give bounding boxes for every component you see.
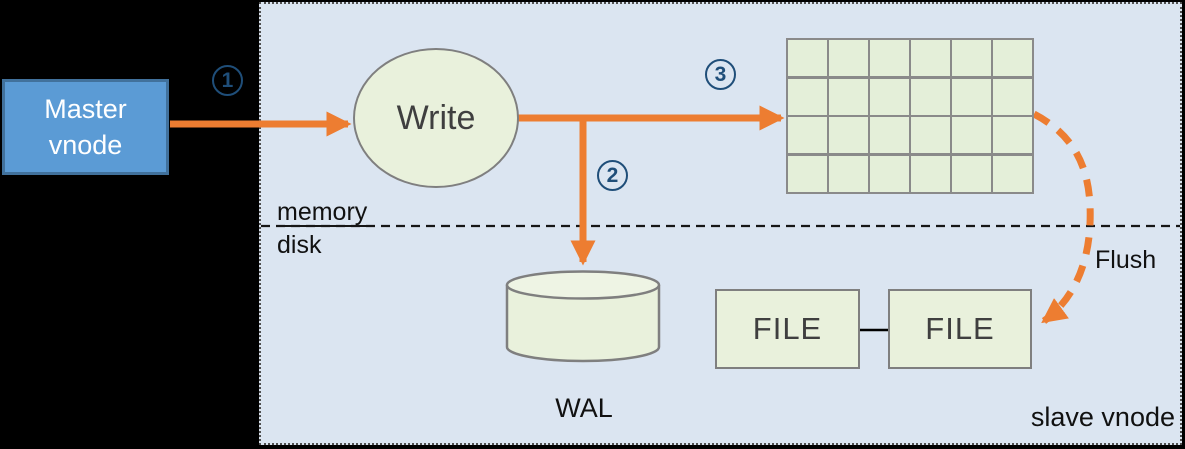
step-badge-2-number: 2 [606,163,619,187]
master-vnode-label-line1: Master [44,94,127,124]
write-node-label: Write [396,98,476,137]
memory-table-cell [870,117,909,154]
memory-table-cell [788,78,827,115]
step-badge-1-number: 1 [221,68,234,92]
disk-label: disk [277,231,322,259]
master-vnode-box: Master vnode [2,79,169,175]
step-badge-2: 2 [597,160,628,191]
step-badge-3-number: 3 [714,62,727,86]
memory-table-cell [911,117,950,154]
memory-table-cell [952,155,991,192]
memory-table-cell [993,78,1032,115]
file-box-2: FILE [888,289,1032,369]
memory-table-cell [993,40,1032,77]
memory-table-cell [952,40,991,77]
memory-table-cell [870,78,909,115]
file-box-1: FILE [715,289,860,369]
memory-label: memory [277,198,372,227]
memory-table-cell [993,155,1032,192]
memory-table-cell [870,40,909,77]
memory-table-grid [786,38,1034,194]
memory-table-cell [952,78,991,115]
memory-table-cell [911,155,950,192]
step-badge-3: 3 [705,59,736,90]
master-vnode-label-line2: vnode [48,130,123,160]
memory-table-cell [829,155,868,192]
memory-table-cell [870,155,909,192]
memory-table-cell [788,117,827,154]
memory-table-cell [993,117,1032,154]
memory-table-cell [911,40,950,77]
memory-table-cell [788,155,827,192]
memory-table-cell [829,40,868,77]
memory-table-cell [829,78,868,115]
file-box-1-label: FILE [752,311,823,346]
memory-table-cell [788,40,827,77]
memory-table-cell [829,117,868,154]
step-badge-1: 1 [212,65,243,96]
file-box-2-label: FILE [925,311,995,346]
memory-table-cell [911,78,950,115]
wal-label: WAL [555,393,613,423]
memory-table-cell [952,117,991,154]
write-node: Write [353,48,519,188]
flush-label: Flush [1095,246,1157,274]
slave-vnode-label: slave vnode [1030,402,1175,432]
